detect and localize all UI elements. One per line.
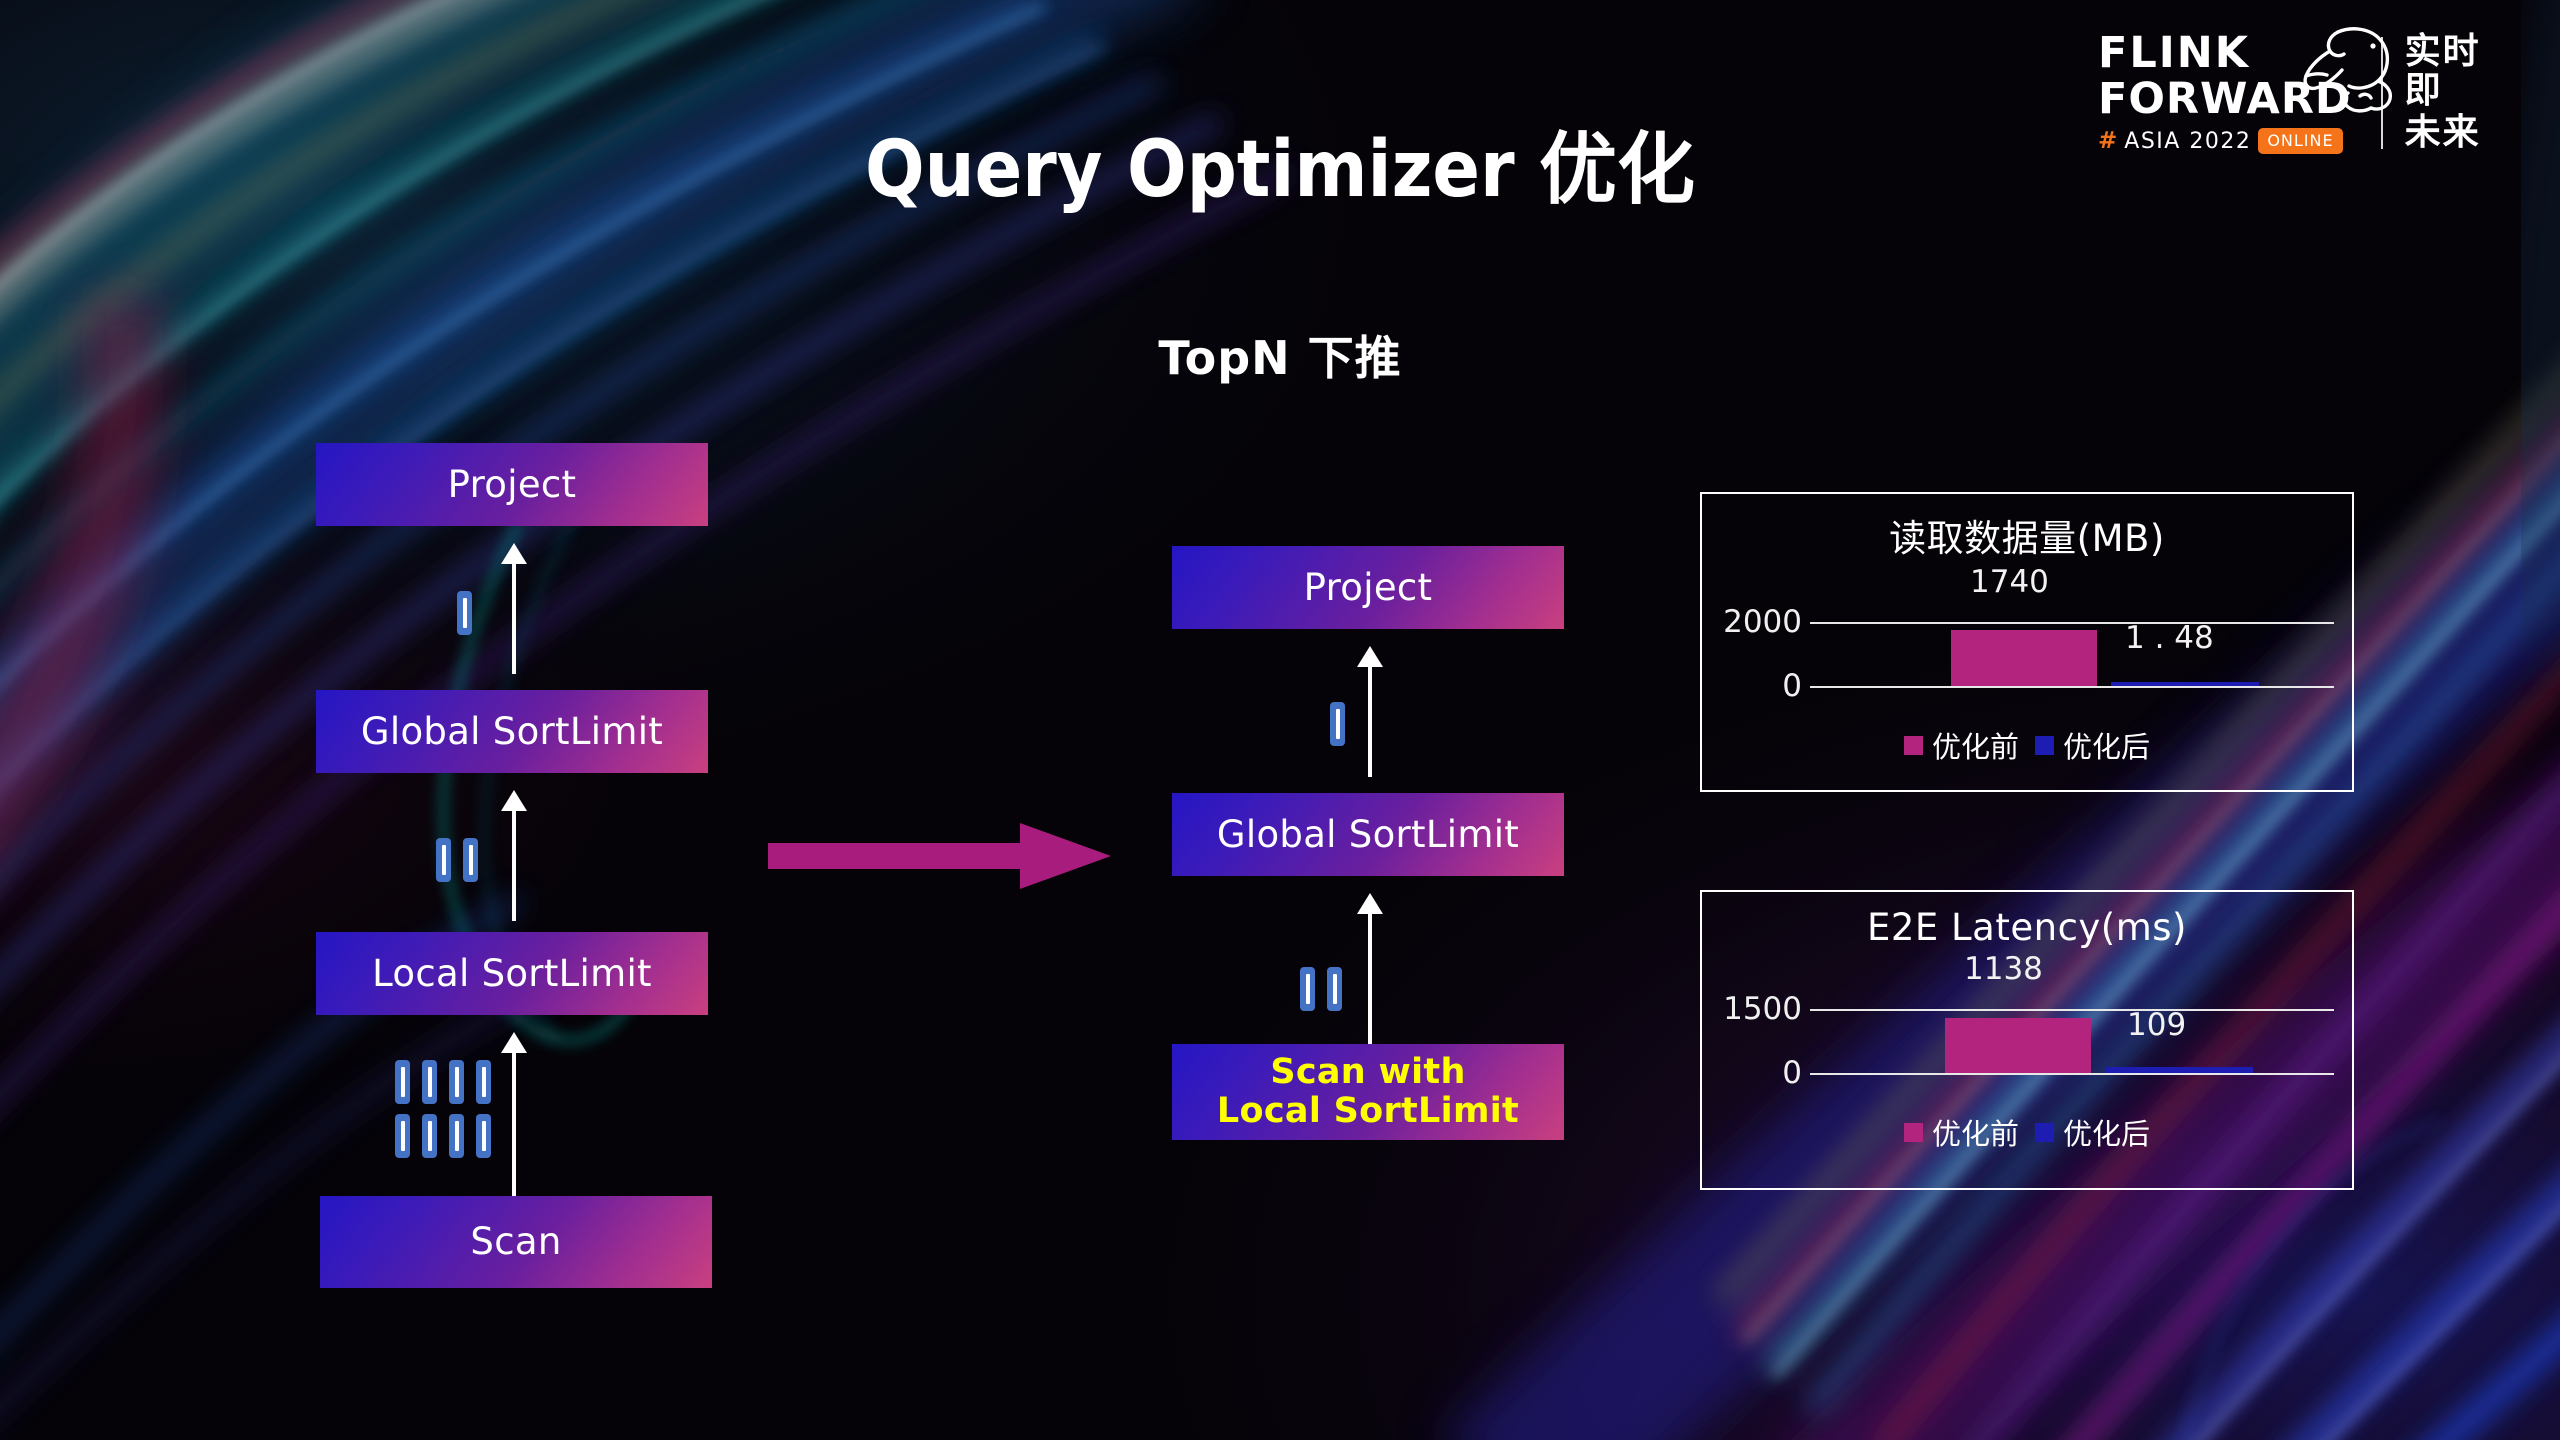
data-tick-icon xyxy=(457,591,472,635)
page-title: Query Optimizer 优化 xyxy=(0,107,2560,219)
page-subtitle: TopN 下推 xyxy=(0,322,2560,388)
flow-node-label: Scan xyxy=(470,1220,562,1264)
chart-bar-before xyxy=(1945,1018,2091,1073)
chart-baseline xyxy=(1810,686,2334,688)
optimization-arrow xyxy=(768,823,1111,889)
logo-chinese-slogan: 实时即 未来 xyxy=(2404,30,2518,154)
flow-node-global-sortlimit-after[interactable]: Global SortLimit xyxy=(1172,793,1564,876)
online-badge: ONLINE xyxy=(2258,128,2343,154)
flow-node-label: Project xyxy=(1303,565,1433,609)
chart-gridline-max xyxy=(1810,622,2334,624)
flow-node-label: Local SortLimit xyxy=(372,951,652,995)
data-tick-icon xyxy=(449,1060,464,1104)
logo-divider xyxy=(2380,37,2383,149)
flow-node-project-before[interactable]: Project xyxy=(316,443,708,526)
chart-ytick-zero: 0 xyxy=(1782,1055,1802,1091)
data-tick-icon xyxy=(1300,967,1315,1011)
slogan-line-1: 实时即 xyxy=(2404,30,2481,111)
legend-swatch-after xyxy=(2035,735,2054,755)
chart-baseline xyxy=(1810,1073,2334,1075)
chart-gridline-max xyxy=(1810,1009,2334,1011)
flow-node-scan-before[interactable]: Scan xyxy=(320,1196,712,1288)
data-tick-icon xyxy=(395,1114,410,1158)
logo-flink-text: FLINK xyxy=(2098,28,2251,78)
chart-legend: 优化前 优化后 xyxy=(1702,1111,2352,1153)
chart-bar-after xyxy=(2105,1067,2253,1073)
legend-label-before: 优化前 xyxy=(1931,730,2019,764)
chart-ytick-max: 1500 xyxy=(1723,991,1802,1027)
hash-icon: # xyxy=(2098,128,2118,154)
flink-forward-logo: FLINK FORWARD # ASIA 2022 ONLINE xyxy=(2098,18,2518,168)
chart-bar-before xyxy=(1951,630,2097,686)
chart-legend: 优化前 优化后 xyxy=(1702,724,2352,766)
legend-label-after: 优化后 xyxy=(2063,1117,2151,1151)
chart-plot-area: 2000 0 1740 1 . 48 xyxy=(1702,564,2352,704)
legend-label-before: 优化前 xyxy=(1931,1117,2019,1151)
legend-item-after: 优化后 xyxy=(2035,724,2150,766)
chart-bar-after xyxy=(2111,682,2259,686)
flow-node-global-sortlimit-before[interactable]: Global SortLimit xyxy=(316,690,708,773)
chart-ytick-max: 2000 xyxy=(1723,604,1802,640)
chart-bar-value-before: 1740 xyxy=(1970,564,2049,600)
legend-label-after: 优化后 xyxy=(2063,730,2151,764)
data-tick-icon xyxy=(422,1060,437,1104)
arrow-shape xyxy=(768,823,1111,889)
data-tick-icon xyxy=(395,1060,410,1104)
chart-ytick-zero: 0 xyxy=(1782,668,1802,704)
data-tick-icon xyxy=(476,1114,491,1158)
flow-node-label: Global SortLimit xyxy=(1216,812,1520,856)
data-tick-icon xyxy=(1330,702,1345,746)
legend-item-before: 优化前 xyxy=(1903,1111,2019,1153)
chart-panel-data-read: 读取数据量(MB) 2000 0 1740 1 . 48 优化前 优化后 xyxy=(1700,492,2354,792)
chart-bar-value-before: 1138 xyxy=(1964,951,2043,987)
flow-edge-arrow-1-after xyxy=(1368,665,1372,777)
chart-title: E2E Latency(ms) xyxy=(1867,906,2187,949)
logo-forward-text: FORWARD xyxy=(2098,74,2352,124)
legend-swatch-after xyxy=(2035,1122,2054,1142)
flow-node-project-after[interactable]: Project xyxy=(1172,546,1564,629)
legend-swatch-before xyxy=(1903,1122,1923,1142)
flow-edge-arrow-2-before xyxy=(512,809,516,921)
page-subtitle-text: TopN 下推 xyxy=(1158,331,1402,385)
flow-node-label: Global SortLimit xyxy=(360,709,664,753)
flow-edge-arrow-2-after xyxy=(1368,912,1372,1044)
flow-edge-ticks-1-before xyxy=(457,591,473,635)
chart-panel-e2e-latency: E2E Latency(ms) 1500 0 1138 109 优化前 优化后 xyxy=(1700,890,2354,1190)
logo-edition-row: # ASIA 2022 ONLINE xyxy=(2098,128,2365,154)
flow-node-scan-with-local-sortlimit-after[interactable]: Scan with Local SortLimit xyxy=(1172,1044,1564,1140)
chart-bar-value-after: 109 xyxy=(2127,1007,2187,1043)
flow-node-label: Scan with Local SortLimit xyxy=(1216,1051,1520,1131)
chart-plot-area: 1500 0 1138 109 xyxy=(1702,951,2352,1091)
legend-swatch-before xyxy=(1903,735,1923,755)
chart-title: 读取数据量(MB) xyxy=(1889,517,2165,560)
data-tick-icon xyxy=(449,1114,464,1158)
flow-edge-ticks-2-before xyxy=(436,838,481,882)
page-title-text: Query Optimizer 优化 xyxy=(864,125,1696,215)
legend-item-before: 优化前 xyxy=(1903,724,2019,766)
flow-node-label: Project xyxy=(447,462,577,506)
legend-item-after: 优化后 xyxy=(2035,1111,2150,1153)
logo-edition-text: ASIA 2022 xyxy=(2124,128,2252,154)
data-tick-icon xyxy=(422,1114,437,1158)
flow-edge-ticks-2-after xyxy=(1300,967,1345,1011)
logo-wordmark: FLINK FORWARD # ASIA 2022 ONLINE xyxy=(2098,27,2393,154)
data-tick-icon xyxy=(463,838,478,882)
chart-bar-value-after: 1 . 48 xyxy=(2125,620,2214,656)
data-tick-icon xyxy=(476,1060,491,1104)
flow-node-local-sortlimit-before[interactable]: Local SortLimit xyxy=(316,932,708,1015)
data-tick-icon xyxy=(1327,967,1342,1011)
slogan-line-2: 未来 xyxy=(2404,112,2481,154)
flink-squirrel-icon xyxy=(2294,24,2402,124)
flow-edge-arrow-1-before xyxy=(512,562,516,674)
flow-edge-arrow-3-before xyxy=(512,1051,516,1201)
flow-edge-ticks-3-before xyxy=(395,1060,509,1158)
data-tick-icon xyxy=(436,838,451,882)
flow-edge-ticks-1-after xyxy=(1330,702,1346,746)
